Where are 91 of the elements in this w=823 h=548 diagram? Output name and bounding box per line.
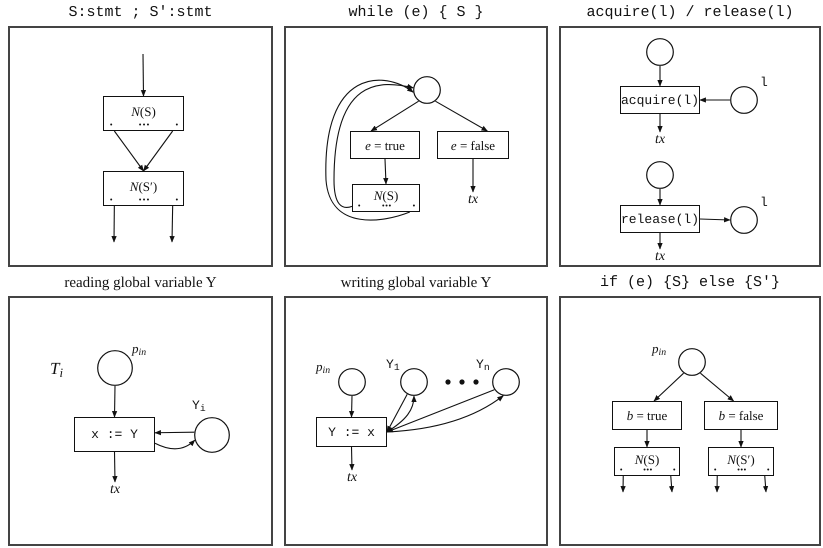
box-label: release(l) bbox=[621, 212, 700, 226]
box-label: Y := x bbox=[328, 426, 375, 438]
box-label: x := Y bbox=[91, 428, 138, 441]
box-label: N(S) bbox=[634, 452, 660, 466]
box-label: N(S) bbox=[374, 189, 398, 202]
arrow bbox=[112, 452, 118, 483]
thread-label: T$_{i}$ bbox=[50, 360, 64, 377]
transition-box bbox=[437, 131, 509, 159]
arrow bbox=[154, 430, 194, 436]
place-circle bbox=[413, 76, 441, 104]
box-label: b = false bbox=[718, 409, 764, 422]
arrow bbox=[644, 430, 650, 448]
arrow bbox=[154, 440, 196, 450]
arrow bbox=[111, 206, 117, 243]
arrow bbox=[349, 446, 354, 471]
arrow bbox=[657, 114, 663, 133]
arrow bbox=[386, 395, 504, 433]
place-circle bbox=[646, 161, 674, 189]
arrow bbox=[470, 159, 476, 193]
arrow bbox=[714, 476, 720, 493]
arrow bbox=[657, 189, 663, 206]
panel-title: acquire(l) / release(l) bbox=[585, 3, 795, 23]
arrow bbox=[386, 389, 495, 433]
transition-box bbox=[103, 171, 184, 206]
arrow bbox=[169, 206, 175, 243]
transition-box bbox=[704, 401, 778, 430]
place-circle bbox=[194, 417, 230, 453]
node-label: tx bbox=[654, 133, 666, 147]
transition-box bbox=[103, 96, 184, 131]
transition-box bbox=[350, 131, 420, 159]
arrow bbox=[738, 430, 744, 448]
transition-box bbox=[614, 447, 680, 476]
place-circle bbox=[97, 350, 133, 386]
transition-box bbox=[612, 401, 682, 430]
node-annotation: l bbox=[760, 76, 768, 89]
arrow bbox=[370, 100, 419, 132]
box-label: N(S) bbox=[131, 104, 156, 118]
arrow bbox=[114, 130, 144, 172]
arrow bbox=[386, 394, 408, 433]
arrow bbox=[349, 396, 354, 418]
node-annotation: Y$_{i}$ bbox=[192, 399, 206, 412]
node-annotation: p$_{in}$ bbox=[652, 342, 666, 355]
place-circle bbox=[730, 86, 758, 114]
arrow bbox=[143, 130, 174, 172]
panel-title: writing global variable Y bbox=[340, 274, 492, 293]
arrow bbox=[657, 66, 663, 87]
place-circle bbox=[400, 368, 428, 396]
transition-box bbox=[352, 184, 420, 212]
node-annotation: Y$_{1}$ bbox=[386, 358, 400, 371]
node-annotation: p$_{in}$ bbox=[132, 342, 146, 355]
arrow bbox=[435, 100, 488, 132]
arrow bbox=[762, 476, 768, 493]
box-label: N(S′) bbox=[727, 452, 755, 466]
panel-title: if (e) {S} else {S'} bbox=[598, 273, 782, 293]
arrow bbox=[657, 233, 663, 250]
arrow bbox=[699, 97, 730, 103]
node-annotation: p$_{in}$ bbox=[316, 360, 330, 373]
place-circle bbox=[646, 38, 674, 66]
arrow bbox=[700, 372, 734, 402]
transition-box bbox=[708, 447, 774, 476]
panel-title: reading global variable Y bbox=[63, 274, 218, 293]
arrow bbox=[700, 217, 731, 222]
place-circle bbox=[338, 368, 366, 396]
transition-box bbox=[620, 205, 700, 233]
transition-box bbox=[620, 86, 700, 114]
node-label: tx bbox=[110, 483, 120, 497]
box-label: N(S′) bbox=[130, 180, 158, 192]
arrow bbox=[620, 476, 626, 493]
arrow bbox=[140, 54, 146, 97]
transition-box bbox=[74, 417, 155, 452]
node-label: tx bbox=[346, 471, 358, 485]
box-label: b = true bbox=[626, 409, 668, 422]
arrow bbox=[668, 476, 674, 493]
node-label: tx bbox=[468, 193, 478, 207]
place-circle bbox=[730, 206, 758, 234]
node-label: tx bbox=[654, 250, 666, 264]
box-label: e = true bbox=[365, 138, 405, 152]
transition-box bbox=[316, 417, 387, 447]
place-circle bbox=[492, 368, 520, 396]
box-label: e = false bbox=[450, 138, 496, 152]
arrow bbox=[383, 158, 388, 185]
box-label: acquire(l) bbox=[621, 94, 700, 106]
panel-title: S:stmt ; S':stmt bbox=[67, 3, 214, 23]
panel-title: while (e) { S } bbox=[347, 3, 485, 23]
arrow bbox=[112, 386, 118, 418]
node-annotation: l bbox=[760, 196, 768, 209]
arrow bbox=[333, 84, 414, 208]
arrow bbox=[325, 80, 414, 220]
place-circle bbox=[678, 348, 706, 376]
node-annotation: Y$_{n}$ bbox=[476, 358, 490, 371]
arrow bbox=[654, 372, 684, 402]
